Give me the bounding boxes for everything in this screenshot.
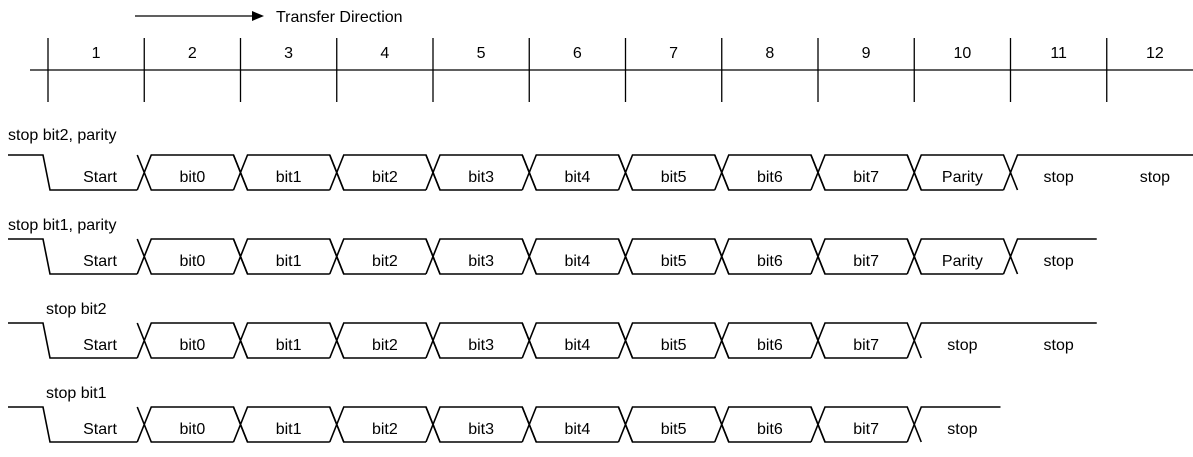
slot-label-stop: stop bbox=[947, 421, 977, 438]
slot-label-bit0: bit0 bbox=[179, 337, 205, 354]
bit-position-number: 4 bbox=[380, 45, 389, 62]
slot-label-bit0: bit0 bbox=[179, 253, 205, 270]
bit-position-number: 8 bbox=[765, 45, 774, 62]
bit-position-number: 12 bbox=[1146, 45, 1164, 62]
slot-label-bit4: bit4 bbox=[564, 169, 590, 186]
slot-label-bit7: bit7 bbox=[853, 337, 879, 354]
slot-label-parity: Parity bbox=[942, 169, 983, 186]
slot-label-bit5: bit5 bbox=[661, 337, 687, 354]
bit-position-number: 2 bbox=[188, 45, 197, 62]
bit-position-number: 10 bbox=[953, 45, 971, 62]
frame-label: stop bit2, parity bbox=[8, 127, 117, 144]
slot-label-stop: stop bbox=[1044, 169, 1074, 186]
transfer-direction-indicator: Transfer Direction bbox=[135, 9, 403, 26]
slot-label-bit6: bit6 bbox=[757, 337, 783, 354]
slot-label-bit7: bit7 bbox=[853, 253, 879, 270]
slot-label-bit2: bit2 bbox=[372, 421, 398, 438]
bit-position-number: 11 bbox=[1050, 45, 1067, 62]
stop-bit-waveform bbox=[906, 322, 1097, 359]
slot-label-bit4: bit4 bbox=[564, 421, 590, 438]
bit-position-number: 5 bbox=[477, 45, 486, 62]
slot-label-parity: Parity bbox=[942, 253, 983, 270]
slot-label-bit7: bit7 bbox=[853, 421, 879, 438]
slot-label-bit4: bit4 bbox=[564, 337, 590, 354]
slot-label-start: Start bbox=[83, 337, 117, 354]
slot-label-start: Start bbox=[83, 169, 117, 186]
slot-label-bit1: bit1 bbox=[276, 253, 302, 270]
slot-label-bit0: bit0 bbox=[179, 421, 205, 438]
start-bit-waveform bbox=[8, 154, 138, 191]
slot-label-bit1: bit1 bbox=[276, 337, 302, 354]
slot-label-bit3: bit3 bbox=[468, 169, 494, 186]
slot-label-bit6: bit6 bbox=[757, 253, 783, 270]
slot-label-bit3: bit3 bbox=[468, 337, 494, 354]
arrow-right-icon bbox=[252, 11, 264, 21]
slot-label-start: Start bbox=[83, 253, 117, 270]
slot-label-stop: stop bbox=[1044, 337, 1074, 354]
slot-label-bit4: bit4 bbox=[564, 253, 590, 270]
start-bit-waveform bbox=[8, 322, 138, 359]
slot-label-bit2: bit2 bbox=[372, 253, 398, 270]
stop-bit-waveform bbox=[1002, 154, 1193, 191]
slot-label-bit3: bit3 bbox=[468, 253, 494, 270]
frame-label: stop bit2 bbox=[46, 301, 107, 318]
slot-label-stop: stop bbox=[1044, 253, 1074, 270]
slot-label-stop: stop bbox=[947, 337, 977, 354]
slot-label-stop: stop bbox=[1140, 169, 1170, 186]
bit-position-number: 6 bbox=[573, 45, 582, 62]
slot-label-bit1: bit1 bbox=[276, 169, 302, 186]
bit-position-number: 3 bbox=[284, 45, 293, 62]
slot-label-bit1: bit1 bbox=[276, 421, 302, 438]
frame-label: stop bit1 bbox=[46, 385, 107, 402]
slot-label-bit7: bit7 bbox=[853, 169, 879, 186]
start-bit-waveform bbox=[8, 406, 138, 443]
slot-label-bit5: bit5 bbox=[661, 421, 687, 438]
slot-label-bit5: bit5 bbox=[661, 253, 687, 270]
slot-label-start: Start bbox=[83, 421, 117, 438]
slot-label-bit2: bit2 bbox=[372, 169, 398, 186]
frame-label: stop bit1, parity bbox=[8, 217, 117, 234]
slot-label-bit3: bit3 bbox=[468, 421, 494, 438]
stop-bit-waveform bbox=[906, 406, 1001, 443]
slot-label-bit2: bit2 bbox=[372, 337, 398, 354]
slot-label-bit6: bit6 bbox=[757, 169, 783, 186]
bit-position-number: 1 bbox=[92, 45, 101, 62]
stop-bit-waveform bbox=[1002, 238, 1097, 275]
bit-position-number: 9 bbox=[862, 45, 871, 62]
start-bit-waveform bbox=[8, 238, 138, 275]
slot-label-bit0: bit0 bbox=[179, 169, 205, 186]
direction-label: Transfer Direction bbox=[276, 9, 403, 26]
slot-label-bit5: bit5 bbox=[661, 169, 687, 186]
bit-position-number: 7 bbox=[669, 45, 678, 62]
slot-label-bit6: bit6 bbox=[757, 421, 783, 438]
